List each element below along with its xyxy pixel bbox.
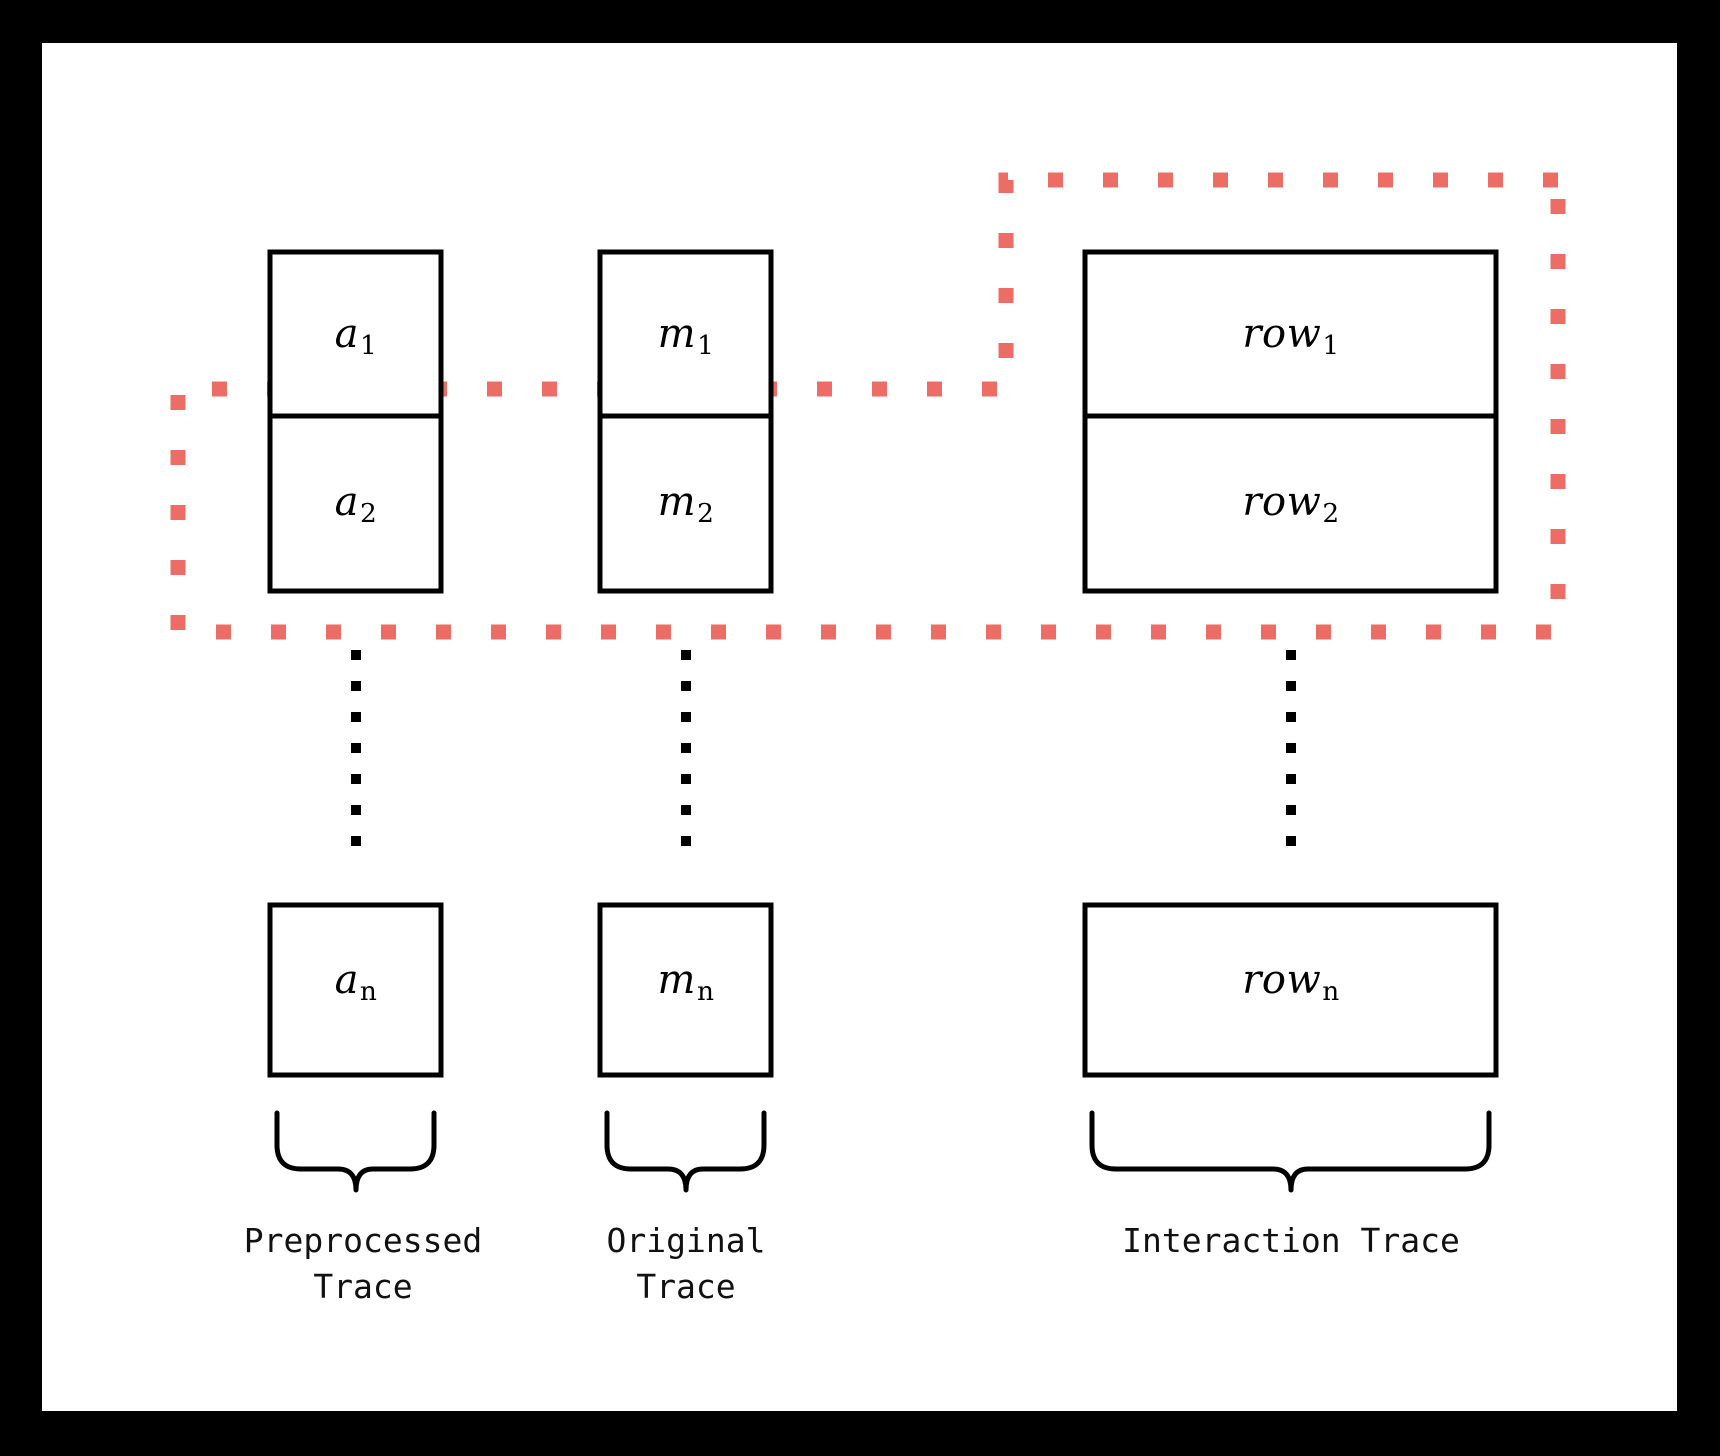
box-m-1 <box>597 249 774 419</box>
label-box-a-1: a1 <box>334 310 378 362</box>
label-box-row-1: row1 <box>1242 310 1340 362</box>
box-row-n <box>1082 902 1499 1078</box>
brace-interaction <box>1089 1110 1492 1193</box>
brace-original <box>604 1110 767 1193</box>
brace-preprocessed <box>274 1110 437 1193</box>
box-row-2 <box>1082 413 1499 594</box>
ellipsis-dots-preprocessed <box>351 650 361 846</box>
ellipsis-dots-interaction <box>1286 650 1296 846</box>
box-a-n <box>267 902 444 1078</box>
label-box-m-2: m2 <box>657 478 715 530</box>
label-box-row-2: row2 <box>1242 478 1340 530</box>
label-box-a-n: an <box>334 956 378 1008</box>
box-m-n <box>597 902 774 1078</box>
box-a-2 <box>267 413 444 594</box>
label-box-row-n: rown <box>1242 956 1340 1008</box>
group-label-original-trace: Original Trace <box>606 1221 766 1306</box>
box-a-1 <box>267 249 444 419</box>
label-box-m-n: mn <box>657 956 715 1008</box>
highlight-dashed-path <box>170 172 1566 640</box>
label-box-m-1: m1 <box>657 310 715 362</box>
label-box-a-2: a2 <box>334 478 378 530</box>
group-label-interaction-trace: Interaction Trace <box>1122 1221 1460 1260</box>
ellipsis-dots-original <box>681 650 691 846</box>
box-m-2 <box>597 413 774 594</box>
group-label-preprocessed-trace: Preprocessed Trace <box>243 1221 483 1306</box>
